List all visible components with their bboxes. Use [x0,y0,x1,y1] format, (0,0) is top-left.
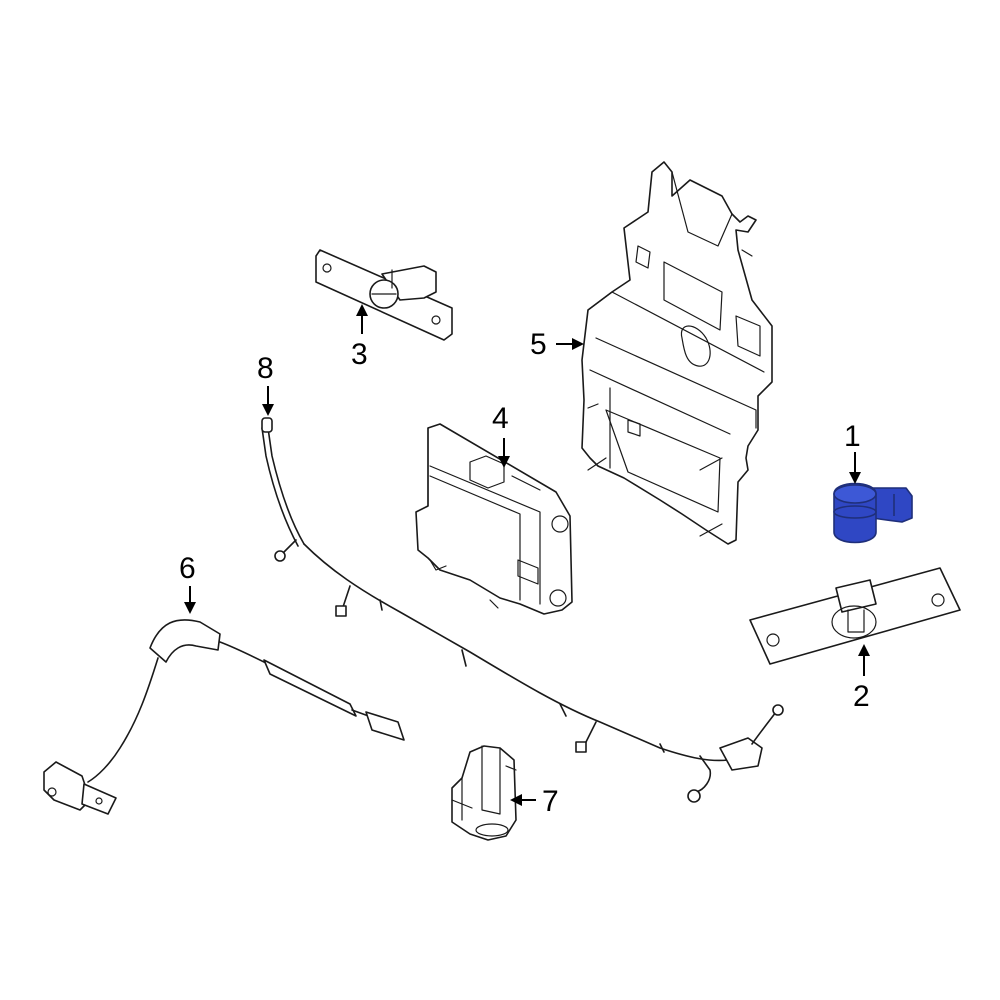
part-3-sensor-bracket[interactable] [315,249,453,341]
callout-4: 4 [492,402,509,435]
part-5-bracket[interactable] [581,161,773,545]
callout-3: 3 [351,338,368,371]
part-8-wiring-harness[interactable] [261,417,784,803]
part-6-camera-cable[interactable] [43,619,405,815]
callout-7: 7 [542,785,559,818]
callout-1: 1 [844,420,861,453]
part-1-parking-sensor[interactable] [833,482,913,544]
callout-arrows [184,304,870,806]
part-7-actuator[interactable] [451,745,517,841]
callout-2: 2 [853,680,870,713]
callout-6: 6 [179,552,196,585]
part-4-control-module[interactable] [415,423,573,615]
sensor-face [833,484,877,504]
callout-5: 5 [530,328,547,361]
callout-8: 8 [257,352,274,385]
part-2-sensor-retainer[interactable] [749,567,961,665]
